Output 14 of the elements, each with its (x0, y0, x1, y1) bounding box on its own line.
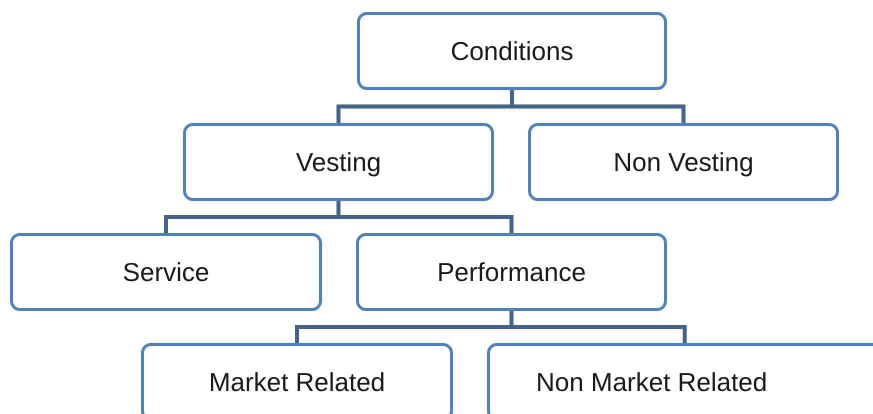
category-box (487, 343, 873, 414)
category-box (356, 233, 667, 311)
box-label: Non Market Related (536, 366, 768, 398)
box-label: Market Related (208, 366, 386, 398)
box-label: Vesting (294, 146, 382, 178)
box-label: Performance (436, 256, 587, 288)
box-label: Non Vesting (612, 146, 755, 178)
category-box (528, 123, 839, 201)
box-label: Conditions (450, 34, 574, 68)
box-label: Service (122, 256, 210, 288)
category-box (357, 12, 667, 90)
category-box (10, 233, 322, 311)
category-box (183, 123, 494, 201)
category-box (141, 343, 453, 414)
